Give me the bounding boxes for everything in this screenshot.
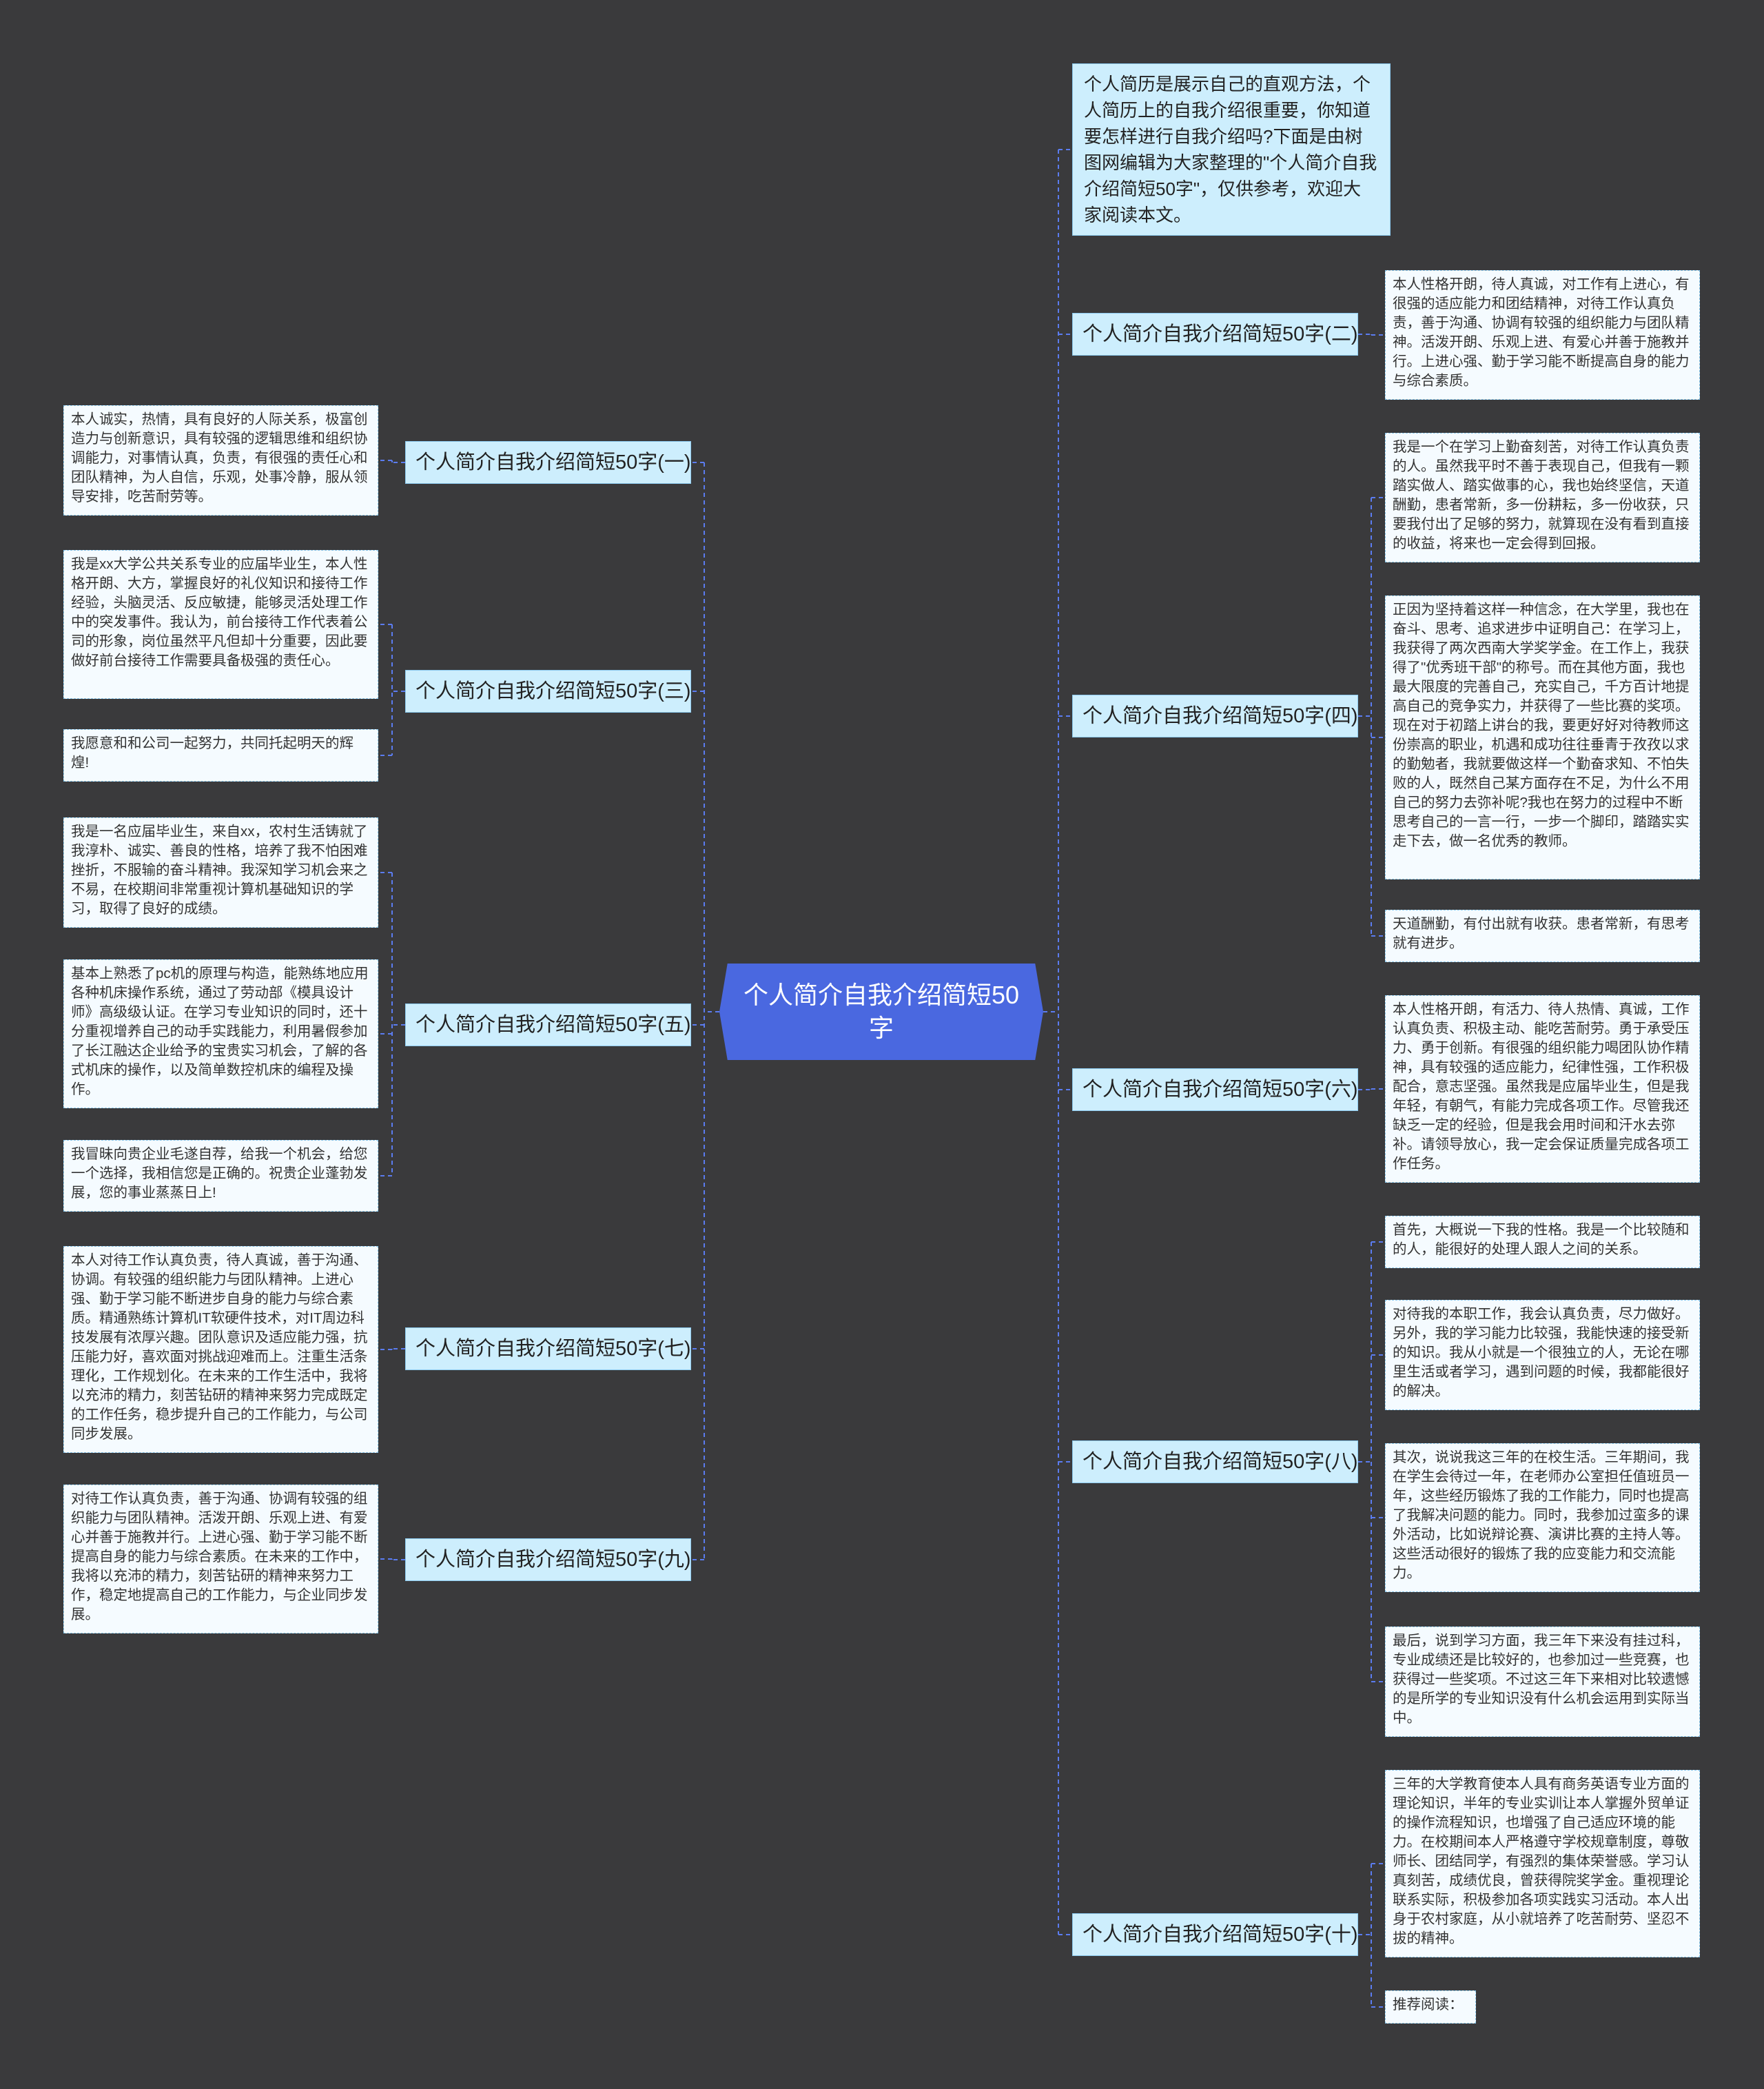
- leaf-4-1[interactable]: 我是一个在学习上勤奋刻苦，对待工作认真负责的人。虽然我平时不善于表现自己，但我有…: [1385, 433, 1700, 562]
- leaf-4-2[interactable]: 正因为坚持着这样一种信念，在大学里，我也在奋斗、思考、追求进步中证明自己：在学习…: [1385, 595, 1700, 879]
- branch-1-label: 个人简介自我介绍简短50字(一): [416, 451, 691, 473]
- branch-8[interactable]: 个人简介自我介绍简短50字(八): [1072, 1440, 1358, 1483]
- branch-6[interactable]: 个人简介自我介绍简短50字(六): [1072, 1068, 1358, 1111]
- branch-10[interactable]: 个人简介自我介绍简短50字(十): [1072, 1913, 1358, 1956]
- leaf-7-1[interactable]: 本人对待工作认真负责，待人真诚，善于沟通、协调。有较强的组织能力与团队精神。上进…: [63, 1246, 378, 1453]
- branch-2[interactable]: 个人简介自我介绍简短50字(二): [1072, 313, 1358, 356]
- leaf-1-1[interactable]: 本人诚实，热情，具有良好的人际关系，极富创造力与创新意识，具有较强的逻辑思维和组…: [63, 405, 378, 516]
- leaf-8-1[interactable]: 首先，大概说一下我的性格。我是一个比较随和的人，能很好的处理人跟人之间的关系。: [1385, 1216, 1700, 1268]
- root-label: 个人简介自我介绍简短50字: [743, 981, 1020, 1042]
- leaf-10-2[interactable]: 推荐阅读：: [1385, 1990, 1476, 2024]
- leaf-8-2[interactable]: 对待我的本职工作，我会认真负责，尽力做好。另外，我的学习能力比较强，我能快速的接…: [1385, 1300, 1700, 1410]
- branch-3[interactable]: 个人简介自我介绍简短50字(三): [405, 670, 691, 713]
- leaf-8-4[interactable]: 最后，说到学习方面，我三年下来没有挂过科，专业成绩还是比较好的，也参加过一些竞赛…: [1385, 1627, 1700, 1737]
- root-node[interactable]: 个人简介自我介绍简短50字: [719, 964, 1043, 1060]
- branch-1[interactable]: 个人简介自我介绍简短50字(一): [405, 441, 691, 484]
- leaf-5-1[interactable]: 我是一名应届毕业生，来自xx，农村生活铸就了我淳朴、诚实、善良的性格，培养了我不…: [63, 817, 378, 928]
- leaf-6-1[interactable]: 本人性格开朗，有活力、待人热情、真诚，工作认真负责、积极主动、能吃苦耐劳。勇于承…: [1385, 995, 1700, 1183]
- branch-5[interactable]: 个人简介自我介绍简短50字(五): [405, 1003, 691, 1046]
- leaf-5-2[interactable]: 基本上熟悉了pc机的原理与构造，能熟练地应用各种机床操作系统，通过了劳动部《模具…: [63, 959, 378, 1108]
- leaf-3-2[interactable]: 我愿意和和公司一起努力，共同托起明天的辉煌!: [63, 729, 378, 782]
- branch-10-label: 个人简介自我介绍简短50字(十): [1083, 1924, 1358, 1946]
- branch-9[interactable]: 个人简介自我介绍简短50字(九): [405, 1538, 691, 1581]
- leaf-4-3[interactable]: 天道酬勤，有付出就有收获。患者常新，有思考就有进步。: [1385, 910, 1700, 962]
- leaf-3-1[interactable]: 我是xx大学公共关系专业的应届毕业生，本人性格开朗、大方，掌握良好的礼仪知识和接…: [63, 550, 378, 699]
- leaf-10-1[interactable]: 三年的大学教育使本人具有商务英语专业方面的理论知识，半年的专业实训让本人掌握外贸…: [1385, 1770, 1700, 1957]
- branch-4[interactable]: 个人简介自我介绍简短50字(四): [1072, 695, 1358, 737]
- branch-7[interactable]: 个人简介自我介绍简短50字(七): [405, 1327, 691, 1370]
- intro-text: 个人简历是展示自己的直观方法，个人简历上的自我介绍很重要，你知道要怎样进行自我介…: [1084, 74, 1377, 225]
- leaf-8-3[interactable]: 其次，说说我这三年的在校生活。三年期间，我在学生会待过一年，在老师办公室担任值班…: [1385, 1443, 1700, 1592]
- branch-9-label: 个人简介自我介绍简短50字(九): [416, 1549, 691, 1571]
- intro-node[interactable]: 个人简历是展示自己的直观方法，个人简历上的自我介绍很重要，你知道要怎样进行自我介…: [1072, 63, 1391, 236]
- branch-8-label: 个人简介自我介绍简短50字(八): [1083, 1451, 1358, 1473]
- branch-6-label: 个人简介自我介绍简短50字(六): [1083, 1079, 1358, 1101]
- leaf-5-3[interactable]: 我冒昧向贵企业毛遂自荐，给我一个机会，给您一个选择，我相信您是正确的。祝贵企业蓬…: [63, 1140, 378, 1212]
- branch-4-label: 个人简介自我介绍简短50字(四): [1083, 705, 1358, 727]
- leaf-2-1[interactable]: 本人性格开朗，待人真诚，对工作有上进心，有很强的适应能力和团结精神，对待工作认真…: [1385, 270, 1700, 400]
- branch-5-label: 个人简介自我介绍简短50字(五): [416, 1014, 691, 1036]
- branch-3-label: 个人简介自我介绍简短50字(三): [416, 680, 691, 702]
- branch-2-label: 个人简介自我介绍简短50字(二): [1083, 323, 1358, 345]
- branch-7-label: 个人简介自我介绍简短50字(七): [416, 1338, 691, 1360]
- leaf-9-1[interactable]: 对待工作认真负责，善于沟通、协调有较强的组织能力与团队精神。活泼开朗、乐观上进、…: [63, 1485, 378, 1633]
